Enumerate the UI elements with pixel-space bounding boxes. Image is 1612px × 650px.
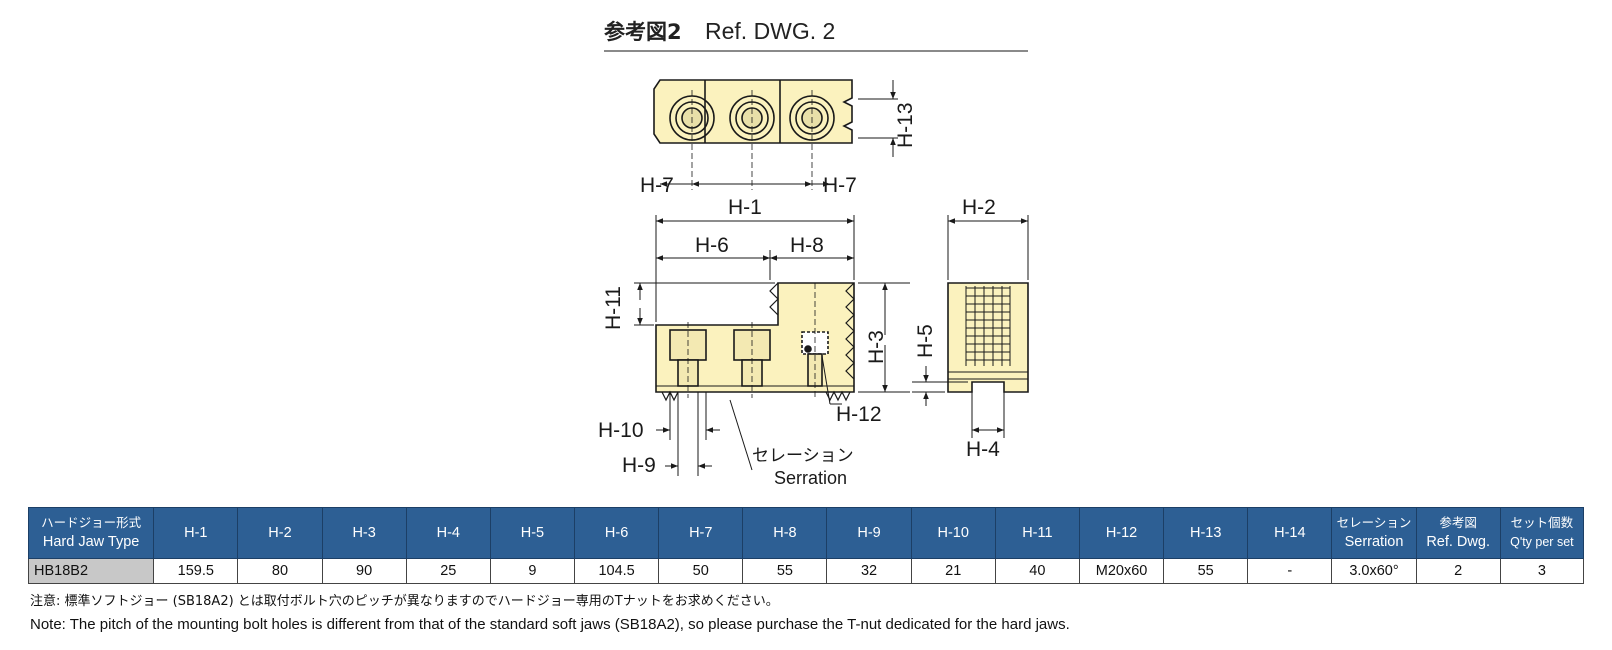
dim-label-h7-right: H-7 [823, 174, 857, 197]
header-h5: H-5 [489, 507, 576, 559]
header-h11: H-11 [994, 507, 1080, 559]
cell-h4: 25 [405, 558, 491, 584]
side-serration [965, 286, 1011, 366]
dim-label-h11: H-11 [602, 286, 625, 330]
header-h6: H-6 [574, 507, 660, 559]
cell-h1: 159.5 [153, 558, 239, 584]
header-h13: H-13 [1163, 507, 1249, 559]
cell-serration: 3.0x60° [1331, 558, 1417, 584]
header-h2: H-2 [237, 507, 323, 559]
dim-label-h10: H-10 [598, 419, 644, 442]
dim-label-h13: H-13 [894, 102, 917, 148]
cell-h2: 80 [237, 558, 323, 584]
top-view [653, 79, 898, 190]
note-english: Note: The pitch of the mounting bolt hol… [30, 616, 1070, 633]
header-h7: H-7 [658, 507, 744, 559]
header-h14: H-14 [1247, 507, 1333, 559]
cell-qty-per-set: 3 [1499, 558, 1585, 584]
cell-h11: 40 [994, 558, 1080, 584]
header-h4: H-4 [405, 507, 491, 559]
cell-hard-jaw-type: HB18B2 [27, 558, 155, 584]
header-h12: H-12 [1078, 507, 1165, 559]
dim-label-h12: H-12 [836, 403, 882, 426]
header-h1: H-1 [153, 507, 239, 559]
cell-h8: 55 [742, 558, 828, 584]
serration-label-ja: セレーション [752, 446, 854, 466]
cell-h14: - [1247, 558, 1333, 584]
cell-h13: 55 [1163, 558, 1249, 584]
note-japanese: 注意: 標準ソフトジョー (SB18A2) とは取付ボルト穴のピッチが異なります… [30, 594, 779, 609]
dim-label-h8: H-8 [790, 234, 824, 257]
cell-h5: 9 [489, 558, 576, 584]
header-h3: H-3 [321, 507, 407, 559]
cell-h6: 104.5 [574, 558, 660, 584]
dim-label-h7-left: H-7 [640, 174, 674, 197]
cell-h12: M20x60 [1078, 558, 1165, 584]
drawing-title-en: Ref. DWG. 2 [705, 18, 835, 44]
dim-label-h3: H-3 [865, 330, 888, 364]
dim-label-h2: H-2 [962, 196, 996, 219]
cell-h3: 90 [321, 558, 407, 584]
cell-h10: 21 [910, 558, 996, 584]
dim-label-h5: H-5 [914, 324, 937, 358]
serration-label-en: Serration [774, 468, 847, 488]
cell-ref-dwg: 2 [1415, 558, 1501, 584]
cell-h9: 32 [826, 558, 912, 584]
drawing-title-ja: 参考図2 [604, 20, 682, 44]
table-row: HB18B2 159.5 80 90 25 9 104.5 50 55 32 2… [27, 558, 1585, 584]
header-h10: H-10 [910, 507, 996, 559]
dim-label-h4: H-4 [966, 438, 1000, 461]
dim-label-h6: H-6 [695, 234, 729, 257]
dim-label-h1: H-1 [728, 196, 762, 219]
header-h8: H-8 [742, 507, 828, 559]
cell-h7: 50 [658, 558, 744, 584]
reference-drawing: 参考図2 Ref. DWG. 2 [598, 18, 1029, 488]
front-view [634, 215, 910, 476]
dim-label-h9: H-9 [622, 454, 656, 477]
side-view [912, 215, 1029, 438]
header-h9: H-9 [826, 507, 912, 559]
